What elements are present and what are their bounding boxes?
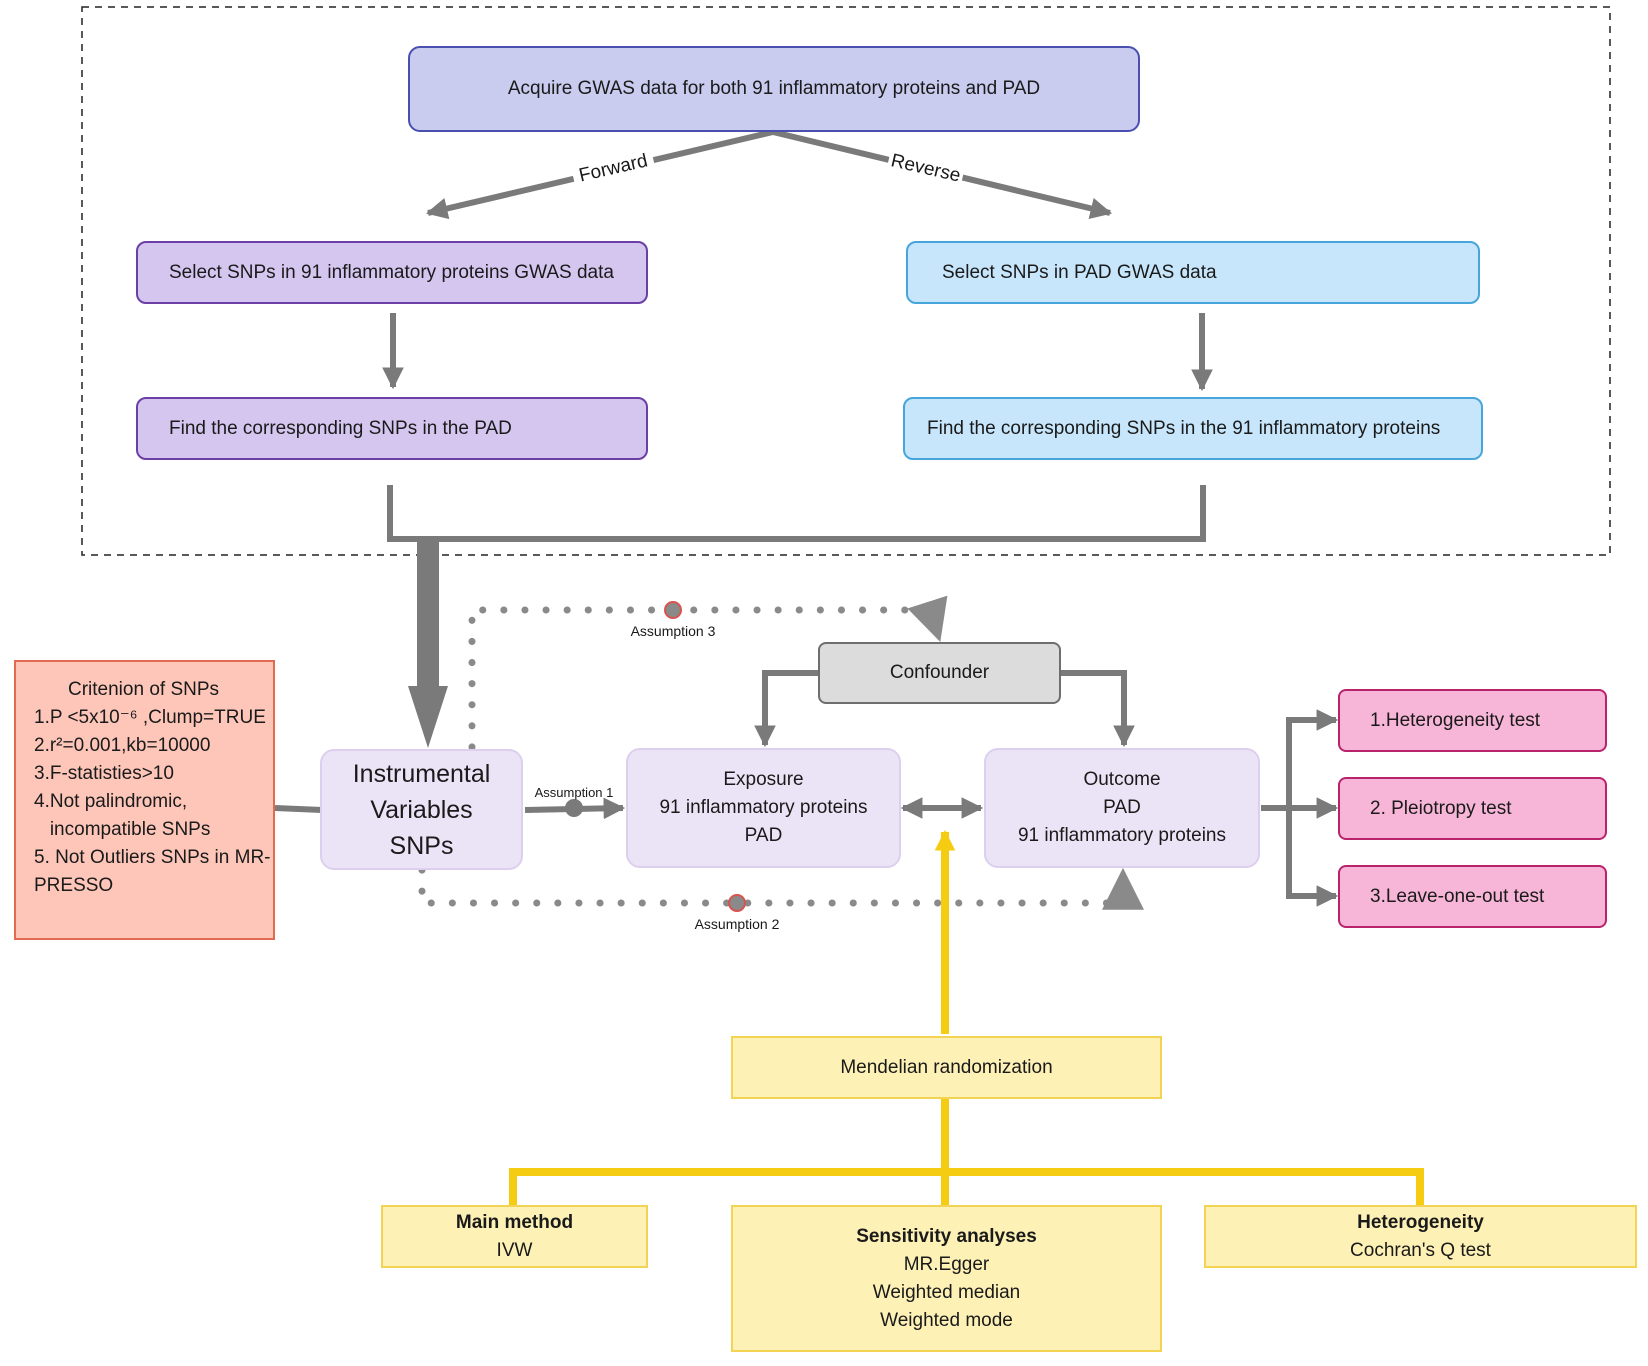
assumption-3-violation: [664, 601, 682, 619]
assumption-3-path: [468, 595, 948, 751]
select-snps-pad-text: Select SNPs in PAD GWAS data: [942, 261, 1217, 283]
sensitivity-item-3: Weighted mode: [880, 1309, 1013, 1331]
main-method-item-1: IVW: [496, 1239, 533, 1261]
exposure-line-1: Exposure: [723, 769, 804, 790]
iv-line-2: Variables: [370, 795, 473, 824]
mendelian-randomization-text: Mendelian randomization: [840, 1056, 1053, 1078]
confounder-to-outcome: [1060, 670, 1135, 748]
confounder-box: Confounder: [818, 642, 1061, 704]
criterion-item-5: 5. Not Outliers SNPs in MR-: [34, 847, 271, 868]
forward-label-bg: [569, 143, 657, 191]
confounder-to-exposure: [754, 670, 818, 748]
criterion-box: Critenion of SNPs 1.P <5x10⁻⁶ ,Clump=TRU…: [14, 660, 275, 940]
outcome-line-3: 91 inflammatory proteins: [1017, 825, 1227, 846]
pleiotropy-test-text: 2. Pleiotropy test: [1370, 797, 1512, 819]
heterogeneity-test-text: 1.Heterogeneity test: [1370, 709, 1541, 731]
criterion-connector: [274, 805, 323, 813]
assumption-2-label: Assumption 2: [695, 916, 780, 932]
criterion-item-1: 1.P <5x10⁻⁶ ,Clump=TRUE: [34, 707, 266, 728]
heterogeneity-method-title: Heterogeneity: [1357, 1211, 1484, 1233]
criterion-item-3: 3.F-statisties>10: [34, 763, 174, 784]
find-snps-proteins-box: Find the corresponding SNPs in the 91 in…: [903, 397, 1483, 460]
sensitivity-item-2: Weighted median: [872, 1281, 1021, 1303]
find-snps-proteins-text: Find the corresponding SNPs in the 91 in…: [927, 417, 1441, 439]
heterogeneity-test-box: 1.Heterogeneity test: [1338, 689, 1607, 752]
confounder-text: Confounder: [889, 662, 990, 683]
instrumental-variables-box: Instrumental Variables SNPs: [320, 749, 523, 870]
criterion-item-5-cont: PRESSO: [34, 875, 114, 896]
merge-to-iv-head: [408, 686, 448, 748]
select-snps-proteins-box: Select SNPs in 91 inflammatory proteins …: [136, 241, 648, 304]
criterion-item-4-cont: incompatible SNPs: [34, 819, 211, 840]
select-snps-proteins-text: Select SNPs in 91 inflammatory proteins …: [169, 261, 614, 283]
assumption-1-node: [565, 799, 583, 817]
workflow-dashed-frame: [81, 6, 1611, 556]
assumption-2-violation: [728, 894, 746, 912]
outcome-box: Outcome PAD 91 inflammatory proteins: [984, 748, 1260, 868]
merge-bracket: [387, 485, 1206, 542]
find-snps-pad-box: Find the corresponding SNPs in the PAD: [136, 397, 648, 460]
outcome-line-2: PAD: [1103, 797, 1141, 818]
heterogeneity-method-box: Heterogeneity Cochran's Q test: [1204, 1205, 1637, 1268]
pleiotropy-test-box: 2. Pleiotropy test: [1338, 777, 1607, 840]
iv-line-3: SNPs: [389, 831, 454, 860]
sensitivity-item-1: MR.Egger: [903, 1253, 990, 1275]
assumption-3-label: Assumption 3: [631, 623, 716, 639]
main-method-box: Main method IVW: [381, 1205, 648, 1268]
acquire-gwas-box: Acquire GWAS data for both 91 inflammato…: [408, 46, 1140, 132]
acquire-gwas-text: Acquire GWAS data for both 91 inflammato…: [507, 78, 1041, 99]
criterion-item-4: 4.Not palindromic,: [34, 791, 188, 812]
iv-line-1: Instrumental: [352, 759, 491, 788]
exposure-line-2: 91 inflammatory proteins: [659, 797, 868, 818]
leave-one-out-test-text: 3.Leave-one-out test: [1370, 885, 1545, 907]
select-snps-pad-box: Select SNPs in PAD GWAS data: [906, 241, 1480, 304]
exposure-box: Exposure 91 inflammatory proteins PAD: [626, 748, 901, 868]
leave-one-out-test-box: 3.Leave-one-out test: [1338, 865, 1607, 928]
sensitivity-analyses-box: Sensitivity analyses MR.Egger Weighted m…: [731, 1205, 1162, 1352]
mendelian-randomization-box: Mendelian randomization: [731, 1036, 1162, 1099]
heterogeneity-method-item-1: Cochran's Q test: [1350, 1239, 1491, 1261]
mr-methods-bar: [509, 1168, 1424, 1205]
main-method-title: Main method: [455, 1211, 574, 1233]
assumption-1-label: Assumption 1: [535, 785, 614, 800]
outcome-line-1: Outcome: [1083, 769, 1161, 790]
criterion-title: Critenion of SNPs: [68, 679, 220, 700]
find-snps-pad-text: Find the corresponding SNPs in the PAD: [169, 417, 512, 439]
sensitivity-analyses-title: Sensitivity analyses: [856, 1225, 1037, 1247]
exposure-line-3: PAD: [744, 825, 783, 846]
reverse-label-bg: [885, 143, 967, 191]
assumption-2-path: [418, 866, 1144, 910]
criterion-item-2: 2.r²=0.001,kb=10000: [34, 735, 211, 756]
